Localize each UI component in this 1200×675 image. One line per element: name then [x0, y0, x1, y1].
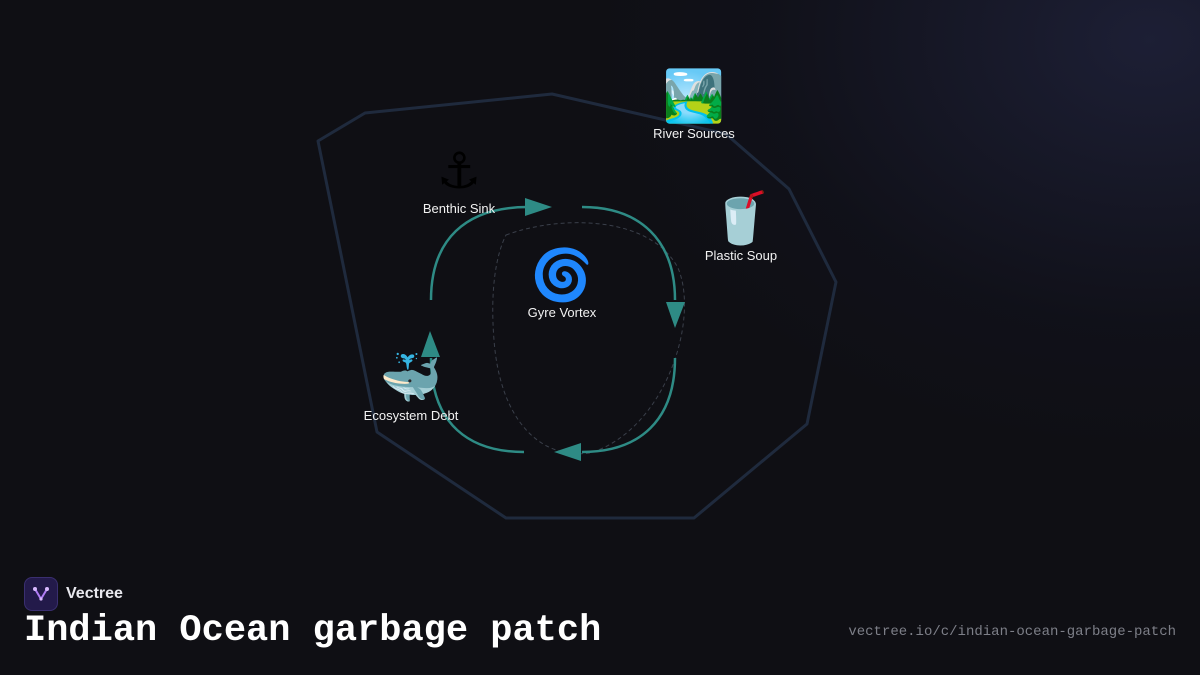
node-river-sources[interactable]: 🏞️ River Sources	[624, 68, 764, 141]
anchor-icon: ⚓	[436, 142, 482, 200]
cycle-arc-bottom-left	[429, 357, 525, 454]
cycle-arrows	[429, 205, 677, 454]
node-label: Plastic Soup	[704, 248, 778, 263]
node-label: River Sources	[653, 126, 735, 141]
cup-with-straw-icon: 🥤	[709, 189, 773, 247]
cycle-arc-top-left	[429, 205, 529, 301]
page-title: Indian Ocean garbage patch	[24, 610, 602, 652]
node-label: Ecosystem Debt	[363, 408, 459, 423]
cycle-arc-bottom-right	[581, 357, 677, 454]
arrowhead-left	[554, 443, 581, 461]
spouting-whale-icon: 🐳	[379, 349, 443, 407]
river-landscape-icon: 🏞️	[662, 67, 726, 125]
ocean-boundary	[316, 92, 838, 520]
node-label: Benthic Sink	[422, 201, 496, 216]
brand[interactable]: Vectree	[24, 577, 123, 611]
arrowhead-down	[666, 302, 685, 328]
cycle-arc-top-right	[581, 205, 677, 301]
node-label: Gyre Vortex	[527, 305, 597, 320]
arrowhead-up	[421, 331, 440, 357]
brand-name: Vectree	[66, 585, 123, 602]
node-plastic-soup[interactable]: 🥤 Plastic Soup	[671, 190, 811, 263]
node-gyre-vortex[interactable]: 🌀 Gyre Vortex	[492, 247, 632, 320]
gyre-dashed-circle	[492, 222, 685, 455]
page-url[interactable]: vectree.io/c/indian-ocean-garbage-patch	[848, 624, 1176, 640]
cyclone-icon: 🌀	[530, 246, 594, 304]
node-ecosystem-debt[interactable]: 🐳 Ecosystem Debt	[341, 350, 481, 423]
vectree-logo-icon	[24, 577, 58, 611]
arrowhead-right	[525, 198, 552, 216]
node-benthic-sink[interactable]: ⚓ Benthic Sink	[389, 143, 529, 216]
